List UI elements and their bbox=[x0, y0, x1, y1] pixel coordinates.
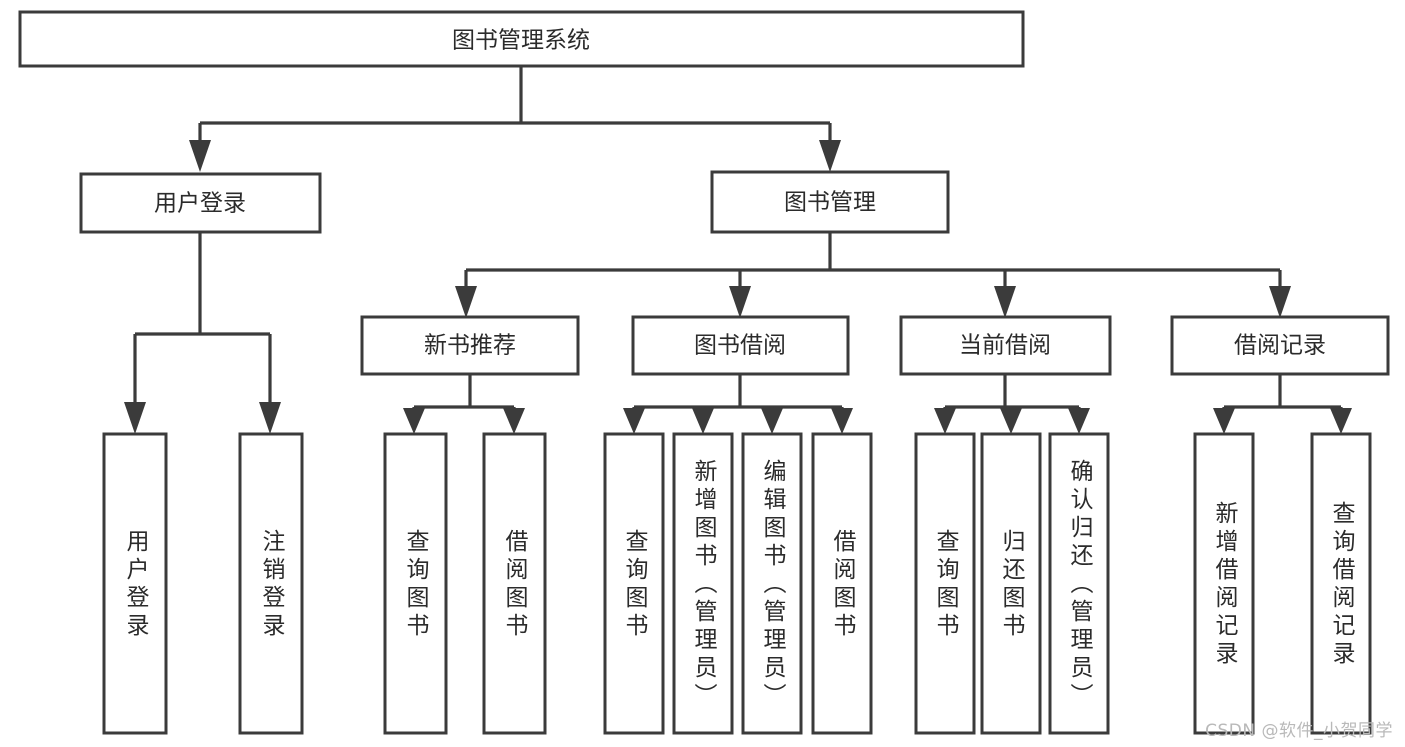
node-borrow[interactable]: 图书借阅 bbox=[631, 315, 850, 376]
node-leaf7-box[interactable] bbox=[741, 432, 803, 735]
node-leaf13-label: 查询借阅记录 bbox=[1328, 501, 1356, 669]
node-leaf3[interactable]: 查询图书 bbox=[383, 432, 448, 735]
node-leaf5-label: 查询图书 bbox=[621, 529, 649, 641]
node-record-label: 借阅记录 bbox=[1234, 333, 1326, 359]
node-leaf12-label: 新增借阅记录 bbox=[1211, 501, 1239, 669]
node-leaf1[interactable]: 用户登录 bbox=[102, 432, 168, 735]
connector-group-root bbox=[189, 66, 841, 172]
node-root-label: 图书管理系统 bbox=[452, 28, 590, 54]
arrowhead-leaf5 bbox=[623, 408, 645, 434]
connector-group-login bbox=[124, 232, 281, 434]
node-leaf4-label: 借阅图书 bbox=[501, 529, 529, 641]
node-leaf11[interactable]: 确认归还（管理员） bbox=[1048, 432, 1110, 735]
arrowhead-leaf4 bbox=[503, 408, 525, 434]
node-bookmgmt[interactable]: 图书管理 bbox=[710, 170, 950, 234]
arrowhead-leaf11 bbox=[1068, 408, 1090, 434]
node-leaf12[interactable]: 新增借阅记录 bbox=[1193, 432, 1255, 735]
connector-group-borrow bbox=[623, 374, 853, 434]
node-leaf1-label: 用户登录 bbox=[122, 529, 150, 641]
node-borrow-box[interactable] bbox=[631, 315, 850, 376]
node-current[interactable]: 当前借阅 bbox=[899, 315, 1112, 376]
node-leaf8-label: 借阅图书 bbox=[829, 529, 857, 641]
node-newbook[interactable]: 新书推荐 bbox=[360, 315, 580, 376]
node-leaf4-box[interactable] bbox=[482, 432, 547, 735]
node-leaf13[interactable]: 查询借阅记录 bbox=[1310, 432, 1372, 735]
arrowhead-leaf1 bbox=[124, 402, 146, 434]
arrowhead-leaf2 bbox=[259, 402, 281, 434]
arrowhead-leaf10 bbox=[1000, 408, 1022, 434]
node-root[interactable]: 图书管理系统 bbox=[18, 10, 1025, 68]
node-record[interactable]: 借阅记录 bbox=[1170, 315, 1390, 376]
connector-group-bookmgmt bbox=[455, 232, 1291, 318]
node-login-label: 用户登录 bbox=[154, 191, 246, 217]
node-leaf7[interactable]: 编辑图书（管理员） bbox=[741, 432, 803, 735]
arrowhead-login bbox=[189, 140, 211, 172]
node-leaf6-box[interactable] bbox=[672, 432, 734, 735]
node-root-box[interactable] bbox=[18, 10, 1025, 68]
connector-group-newbook bbox=[403, 374, 525, 434]
node-login-box[interactable] bbox=[79, 172, 322, 234]
arrowhead-leaf6 bbox=[692, 408, 714, 434]
node-bookmgmt-label: 图书管理 bbox=[784, 190, 876, 216]
node-record-box[interactable] bbox=[1170, 315, 1390, 376]
node-leaf13-box[interactable] bbox=[1310, 432, 1372, 735]
arrowhead-leaf7 bbox=[761, 408, 783, 434]
node-current-label: 当前借阅 bbox=[959, 333, 1051, 359]
arrowhead-leaf8 bbox=[831, 408, 853, 434]
arrowhead-borrow bbox=[729, 286, 751, 318]
node-leaf1-box[interactable] bbox=[102, 432, 168, 735]
node-leaf9[interactable]: 查询图书 bbox=[914, 432, 976, 735]
connector-group-current bbox=[934, 374, 1090, 434]
node-leaf9-box[interactable] bbox=[914, 432, 976, 735]
node-leaf11-label: 确认归还（管理员） bbox=[1066, 459, 1094, 711]
node-newbook-label: 新书推荐 bbox=[424, 333, 516, 359]
node-leaf6-label: 新增图书（管理员） bbox=[690, 459, 718, 711]
node-leaf2-box[interactable] bbox=[238, 432, 304, 735]
arrowhead-bookmgmt bbox=[819, 140, 841, 172]
node-leaf3-label: 查询图书 bbox=[402, 529, 430, 641]
node-leaf3-box[interactable] bbox=[383, 432, 448, 735]
arrowhead-newbook bbox=[455, 286, 477, 318]
arrowhead-record bbox=[1269, 286, 1291, 318]
node-leaf9-label: 查询图书 bbox=[932, 529, 960, 641]
arrowhead-leaf3 bbox=[403, 408, 425, 434]
node-leaf10-label: 归还图书 bbox=[998, 529, 1026, 641]
node-login[interactable]: 用户登录 bbox=[79, 172, 322, 234]
node-leaf2-label: 注销登录 bbox=[258, 529, 286, 641]
arrowhead-leaf13 bbox=[1330, 408, 1352, 434]
node-leaf8[interactable]: 借阅图书 bbox=[811, 432, 873, 735]
arrowhead-leaf12 bbox=[1213, 408, 1235, 434]
node-leaf10-box[interactable] bbox=[980, 432, 1042, 735]
node-leaf2[interactable]: 注销登录 bbox=[238, 432, 304, 735]
node-current-box[interactable] bbox=[899, 315, 1112, 376]
node-leaf10[interactable]: 归还图书 bbox=[980, 432, 1042, 735]
node-newbook-box[interactable] bbox=[360, 315, 580, 376]
node-leaf5[interactable]: 查询图书 bbox=[603, 432, 665, 735]
node-bookmgmt-box[interactable] bbox=[710, 170, 950, 234]
node-leaf11-box[interactable] bbox=[1048, 432, 1110, 735]
node-leaf7-label: 编辑图书（管理员） bbox=[759, 459, 787, 711]
node-borrow-label: 图书借阅 bbox=[694, 333, 786, 359]
node-leaf4[interactable]: 借阅图书 bbox=[482, 432, 547, 735]
node-leaf5-box[interactable] bbox=[603, 432, 665, 735]
arrowhead-current bbox=[994, 286, 1016, 318]
node-leaf8-box[interactable] bbox=[811, 432, 873, 735]
arrowhead-leaf9 bbox=[934, 408, 956, 434]
connector-group-record bbox=[1213, 374, 1352, 434]
node-leaf12-box[interactable] bbox=[1193, 432, 1255, 735]
node-leaf6[interactable]: 新增图书（管理员） bbox=[672, 432, 734, 735]
